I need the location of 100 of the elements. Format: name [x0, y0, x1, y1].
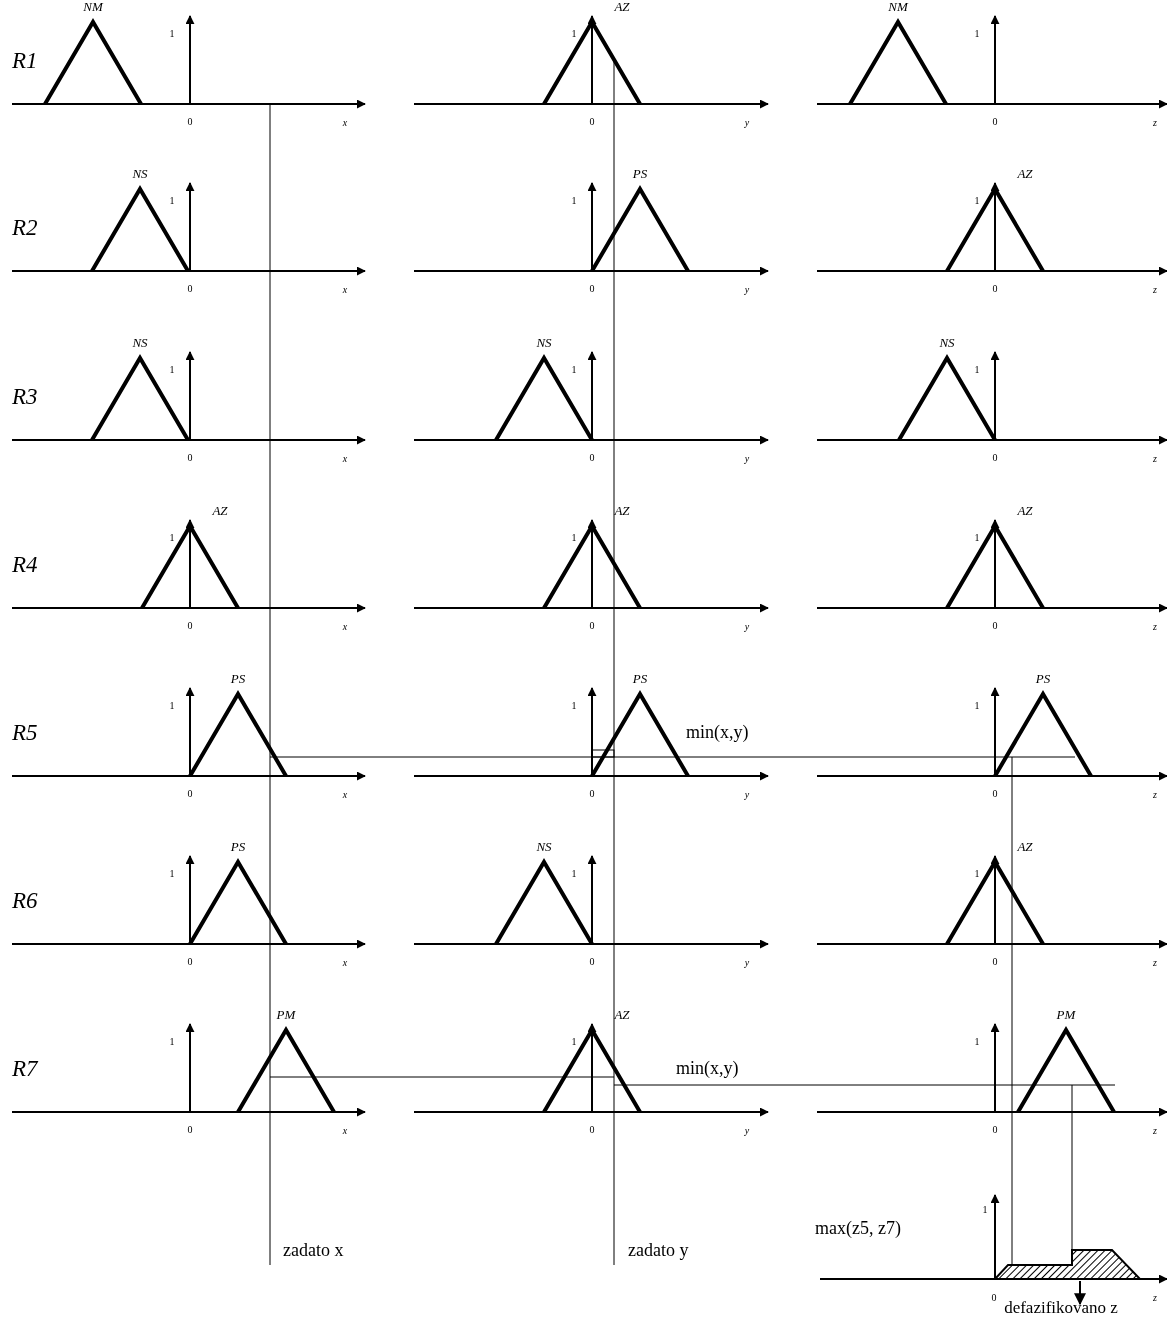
tick-label: 0 — [589, 789, 595, 799]
axis-label: x — [342, 958, 348, 968]
tick-label: 0 — [589, 957, 595, 967]
tick-label: 0 — [992, 957, 998, 967]
set-label: PS — [632, 166, 648, 180]
axis-label: y — [744, 958, 750, 968]
tick-label: 0 — [992, 621, 998, 631]
tick-label: 1 — [571, 701, 577, 711]
tick-label: 1 — [974, 869, 980, 879]
set-label: NS — [132, 166, 148, 180]
tick-label: 1 — [974, 533, 980, 543]
axis-label: y — [744, 285, 750, 295]
set-label: AZ — [212, 503, 228, 517]
set-label: PS — [230, 839, 246, 853]
tick-label: 1 — [571, 29, 577, 39]
set-label: AZ — [1017, 839, 1033, 853]
axis-label: y — [744, 118, 750, 128]
tick-label: 1 — [169, 196, 175, 206]
tick-label: 1 — [974, 29, 980, 39]
axis-label: z — [1153, 1293, 1157, 1303]
axis-label: x — [342, 454, 348, 464]
tick-label: 0 — [589, 453, 595, 463]
rule-label: R2 — [12, 215, 38, 239]
set-label: AZ — [1017, 166, 1033, 180]
set-label: NS — [536, 335, 552, 349]
axis-label: y — [744, 1126, 750, 1136]
tick-label: 0 — [187, 957, 193, 967]
tick-label: 0 — [991, 1293, 997, 1303]
tick-label: 1 — [571, 365, 577, 375]
set-label: NM — [888, 0, 908, 13]
axis-label: z — [1153, 285, 1157, 295]
tick-label: 1 — [169, 29, 175, 39]
axis-label: y — [744, 454, 750, 464]
tick-label: 1 — [974, 1037, 980, 1047]
set-label: NM — [83, 0, 103, 13]
set-label: PM — [276, 1007, 296, 1021]
axis-label: z — [1153, 622, 1157, 632]
tick-label: 1 — [169, 869, 175, 879]
axis-label: y — [744, 622, 750, 632]
tick-label: 1 — [571, 869, 577, 879]
set-label: AZ — [614, 0, 630, 13]
tick-label: 1 — [571, 533, 577, 543]
axis-label: z — [1153, 118, 1157, 128]
tick-label: 1 — [169, 533, 175, 543]
axis-label: x — [342, 622, 348, 632]
annotation: min(x,y) — [676, 1059, 739, 1077]
set-label: AZ — [614, 1007, 630, 1021]
tick-label: 0 — [187, 621, 193, 631]
tick-label: 0 — [992, 453, 998, 463]
tick-label: 1 — [974, 196, 980, 206]
rule-label: R5 — [12, 720, 38, 744]
axis-label: x — [342, 1126, 348, 1136]
axis-label: z — [1153, 790, 1157, 800]
axis-label: z — [1153, 958, 1157, 968]
axis-label: x — [342, 790, 348, 800]
annotation: defazifikovano z — [1004, 1298, 1118, 1316]
axis-label: z — [1153, 454, 1157, 464]
set-label: AZ — [1017, 503, 1033, 517]
axis-label: x — [342, 118, 348, 128]
rule-label: R3 — [12, 384, 38, 408]
annotation: zadato y — [628, 1241, 689, 1259]
rule-label: R6 — [12, 888, 38, 912]
set-label: PM — [1056, 1007, 1076, 1021]
tick-label: 0 — [589, 284, 595, 294]
tick-label: 0 — [589, 621, 595, 631]
axis-label: x — [342, 285, 348, 295]
tick-label: 0 — [992, 284, 998, 294]
set-label: PS — [1035, 671, 1051, 685]
set-label: NS — [939, 335, 955, 349]
tick-label: 1 — [169, 1037, 175, 1047]
axis-label: z — [1153, 1126, 1157, 1136]
set-label: AZ — [614, 503, 630, 517]
rule-label: R7 — [12, 1056, 38, 1080]
set-label: NS — [132, 335, 148, 349]
rule-label: R4 — [12, 552, 38, 576]
rule-label: R1 — [12, 48, 38, 72]
tick-label: 0 — [187, 117, 193, 127]
set-label: PS — [632, 671, 648, 685]
annotation: max(z5, z7) — [815, 1219, 901, 1237]
tick-label: 0 — [992, 789, 998, 799]
tick-label: 1 — [169, 365, 175, 375]
tick-label: 0 — [187, 453, 193, 463]
axis-label: y — [744, 790, 750, 800]
tick-label: 0 — [187, 284, 193, 294]
tick-label: 1 — [982, 1205, 988, 1215]
annotation: zadato x — [283, 1241, 344, 1259]
tick-label: 0 — [589, 1125, 595, 1135]
tick-label: 0 — [187, 1125, 193, 1135]
tick-label: 1 — [974, 365, 980, 375]
tick-label: 0 — [992, 117, 998, 127]
tick-label: 1 — [571, 1037, 577, 1047]
tick-label: 1 — [571, 196, 577, 206]
tick-label: 0 — [992, 1125, 998, 1135]
set-label: PS — [230, 671, 246, 685]
tick-label: 0 — [589, 117, 595, 127]
tick-label: 0 — [187, 789, 193, 799]
tick-label: 1 — [974, 701, 980, 711]
set-label: NS — [536, 839, 552, 853]
annotation: min(x,y) — [686, 723, 749, 741]
tick-label: 1 — [169, 701, 175, 711]
